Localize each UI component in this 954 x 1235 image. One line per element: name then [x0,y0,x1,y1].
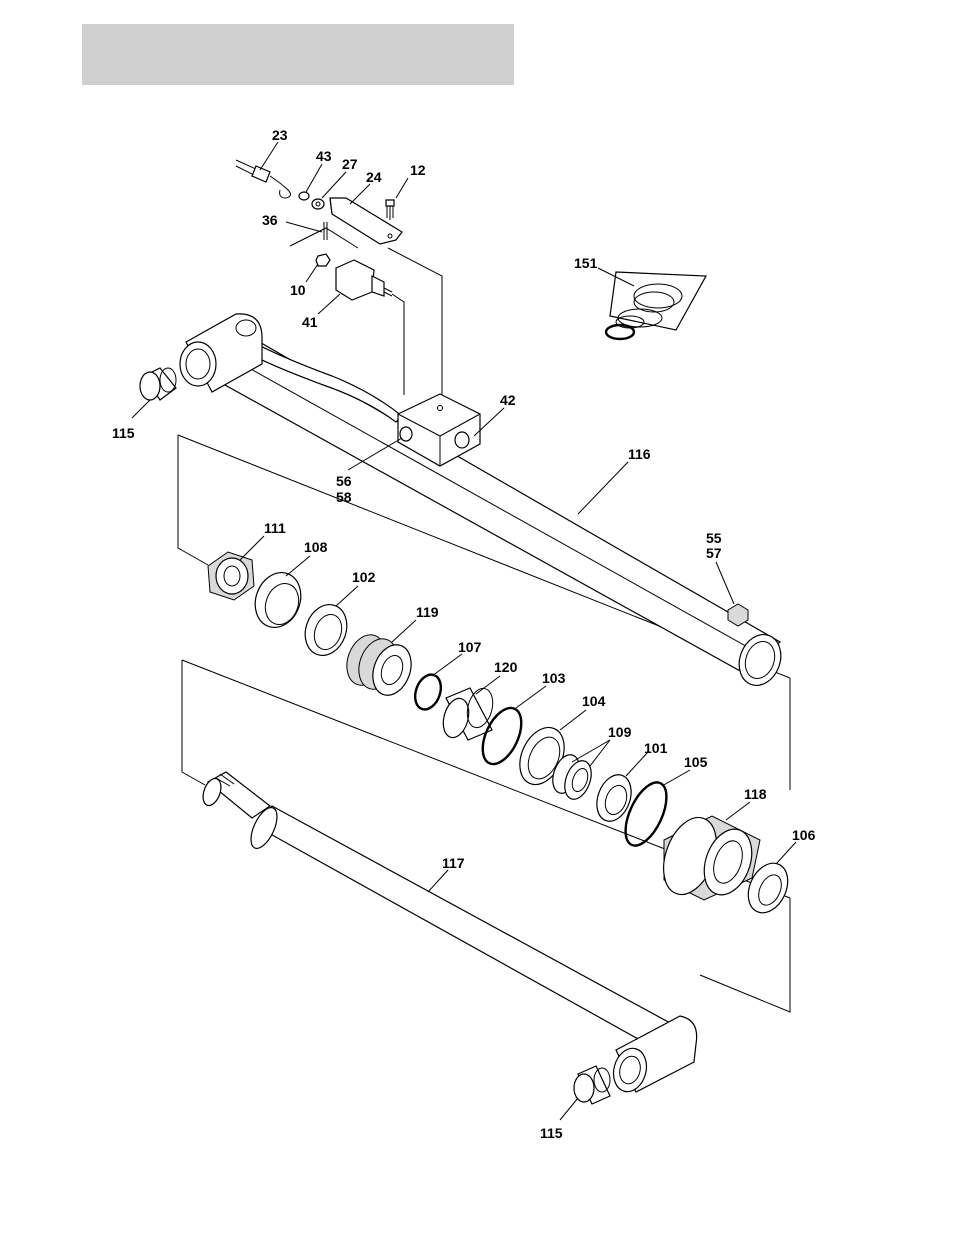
callout-56: 56 [336,473,352,489]
bolt-12 [386,200,394,206]
callout-120: 120 [494,659,518,675]
callout-106: 106 [792,827,816,843]
callout-55: 55 [706,530,722,546]
callout-103: 103 [542,670,566,686]
bushing-115-bottom [574,1066,610,1104]
callout-102: 102 [352,569,376,585]
washer-43 [299,192,309,200]
spacer-120 [439,686,497,741]
nut-111 [208,552,254,600]
callout-57: 57 [706,545,722,561]
callout-119: 119 [416,604,439,620]
callout-23: 23 [272,127,288,143]
o-ring-107 [411,671,446,713]
head-118 [654,810,761,902]
seal-102 [298,599,353,662]
callout-41: 41 [302,314,318,330]
ring-101 [591,770,637,826]
wear-ring-108 [248,566,308,634]
callout-151: 151 [574,255,598,271]
callout-116: 116 [628,446,651,462]
callout-107: 107 [458,639,482,655]
rod-117 [200,772,697,1095]
piston-119 [340,629,418,700]
barrel-116 [180,314,788,691]
callout-117: 117 [442,855,465,871]
callout-104: 104 [582,693,606,709]
callout-12: 12 [410,162,426,178]
callout-118: 118 [744,786,767,802]
callout-24: 24 [366,169,382,185]
callout-42: 42 [500,392,516,408]
callout-108: 108 [304,539,328,555]
seal-kit-151 [606,272,706,339]
callout-36: 36 [262,212,278,228]
callout-105: 105 [684,754,708,770]
valve-41 [336,260,374,300]
callout-109: 109 [608,724,632,740]
callout-115-top: 115 [112,425,135,441]
washer-27 [312,199,324,209]
bushing-115-top [140,368,176,400]
callout-101: 101 [644,740,668,756]
callout-43: 43 [316,148,332,164]
callout-27: 27 [342,156,358,172]
callout-111: 111 [264,520,286,536]
callout-115-bottom: 115 [540,1125,563,1141]
callout-10: 10 [290,282,306,298]
callout-58: 58 [336,489,352,505]
